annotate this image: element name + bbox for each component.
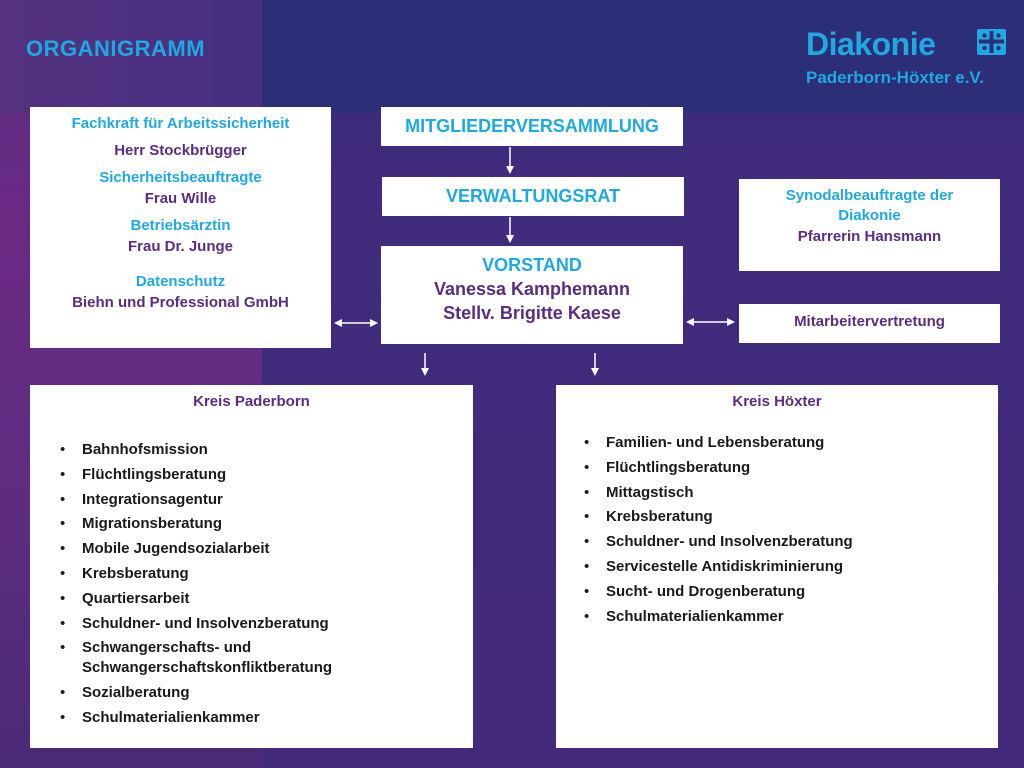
list-item: •Schuldner- und Insolvenzberatung bbox=[60, 614, 329, 632]
staff-person-safety-officer: Frau Wille bbox=[144, 190, 217, 207]
list-item: •Integrationsagentur bbox=[60, 490, 223, 508]
staff-role-occupational-safety: Fachkraft für Arbeitssicherheit bbox=[71, 115, 290, 132]
list-item: •Schuldner- und Insolvenzberatung bbox=[584, 533, 853, 551]
list-item: •Krebsberatung bbox=[60, 564, 189, 582]
list-item: •Mobile Jugendsozialarbeit bbox=[60, 540, 270, 558]
vorstand-name: Vanessa Kamphemann bbox=[433, 279, 631, 299]
list-item: •Mittagstisch bbox=[584, 483, 694, 501]
staff-role-data-protection: Datenschutz bbox=[135, 273, 226, 290]
list-item: •Schwangerschafts- und Schwangerschaftsk… bbox=[60, 639, 333, 677]
list-item: •Krebsberatung bbox=[584, 508, 713, 526]
kreis-hoexter-list: •Familien- und Lebensberatung •Flüchtlin… bbox=[584, 433, 984, 631]
diakonie-cross-icon bbox=[977, 29, 1006, 55]
verwaltungsrat-box: VERWALTUNGSRAT bbox=[382, 177, 684, 216]
kreis-paderborn-title: Kreis Paderborn bbox=[193, 393, 310, 410]
background-top-left bbox=[0, 0, 262, 113]
list-item: •Servicestelle Antidiskriminierung bbox=[584, 557, 844, 575]
diakonie-logo: Diakonie Paderborn-Höxter e.V. bbox=[806, 26, 1006, 96]
background-header bbox=[262, 0, 1024, 113]
kreis-hoexter-box: Kreis Höxter •Familien- und Lebensberatu… bbox=[556, 385, 998, 748]
synodal-line1: Synodalbeauftragte der bbox=[785, 187, 954, 204]
list-item: •Migrationsberatung bbox=[60, 515, 223, 533]
staff-role-company-doctor: Betriebsärztin bbox=[130, 217, 231, 234]
logo-wordmark: Diakonie bbox=[806, 26, 936, 62]
list-item: •Bahnhofsmission bbox=[60, 441, 208, 458]
list-item: •Flüchtlingsberatung bbox=[60, 465, 227, 483]
list-item: •Schulmaterialienkammer bbox=[584, 607, 784, 625]
staff-functions-box: Fachkraft für Arbeitssicherheit Herr Sto… bbox=[30, 107, 331, 348]
vorstand-box: VORSTAND Vanessa Kamphemann Stellv. Brig… bbox=[381, 246, 683, 344]
list-item: •Schulmaterialienkammer bbox=[60, 708, 260, 726]
mitarbeitervertretung-box: Mitarbeitervertretung bbox=[739, 304, 1000, 343]
mitgliederversammlung-box: MITGLIEDERVERSAMMLUNG bbox=[381, 107, 683, 146]
kreis-hoexter-title: Kreis Höxter bbox=[732, 393, 822, 410]
staff-person-occupational-safety: Herr Stockbrügger bbox=[114, 142, 247, 159]
kreis-paderborn-box: Kreis Paderborn •Bahnhofsmission •Flücht… bbox=[30, 385, 473, 748]
staff-person-data-protection: Biehn und Professional GmbH bbox=[72, 294, 289, 311]
list-item: •Flüchtlingsberatung bbox=[584, 458, 751, 476]
kreis-paderborn-list: •Bahnhofsmission •Flüchtlingsberatung •I… bbox=[60, 440, 460, 733]
vorstand-title: VORSTAND bbox=[482, 255, 582, 275]
logo-subtitle: Paderborn-Höxter e.V. bbox=[806, 68, 984, 87]
synodal-line3: Pfarrerin Hansmann bbox=[797, 228, 942, 245]
staff-role-safety-officer: Sicherheitsbeauftragte bbox=[99, 169, 262, 186]
list-item: •Sucht- und Drogenberatung bbox=[584, 582, 806, 600]
synodal-box: Synodalbeauftragte der Diakonie Pfarreri… bbox=[739, 179, 1000, 271]
page-title: ORGANIGRAMM bbox=[26, 36, 206, 61]
staff-person-company-doctor: Frau Dr. Junge bbox=[127, 238, 234, 255]
vorstand-deputy: Stellv. Brigitte Kaese bbox=[443, 303, 621, 323]
list-item: •Quartiersarbeit bbox=[60, 589, 190, 607]
list-item: •Familien- und Lebensberatung bbox=[584, 434, 825, 451]
synodal-line2: Diakonie bbox=[838, 207, 901, 224]
list-item: •Sozialberatung bbox=[60, 684, 190, 702]
